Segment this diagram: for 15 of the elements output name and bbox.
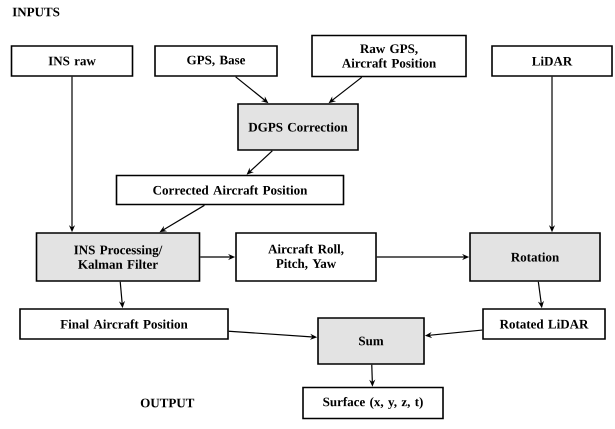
data-box: Rotated LiDAR <box>482 308 606 340</box>
data-box: INS raw <box>10 45 134 77</box>
data-box: Raw GPS, Aircraft Position <box>311 34 467 78</box>
data-box: GPS, Base <box>154 45 278 77</box>
data-box: Final Aircraft Position <box>19 308 229 340</box>
process-box: INS Processing/ Kalman Filter <box>36 232 200 282</box>
process-box: Sum <box>317 317 425 365</box>
section-label: INPUTS <box>12 8 60 16</box>
data-box: Surface (x, y, z, t) <box>302 386 444 420</box>
data-box: Corrected Aircraft Position <box>116 174 344 206</box>
data-box: LiDAR <box>491 45 613 77</box>
process-box: Rotation <box>469 232 601 282</box>
process-box: DGPS Correction <box>237 103 359 151</box>
section-label: OUTPUT <box>140 398 194 408</box>
data-box: Aircraft Roll, Pitch, Yaw <box>235 232 377 282</box>
